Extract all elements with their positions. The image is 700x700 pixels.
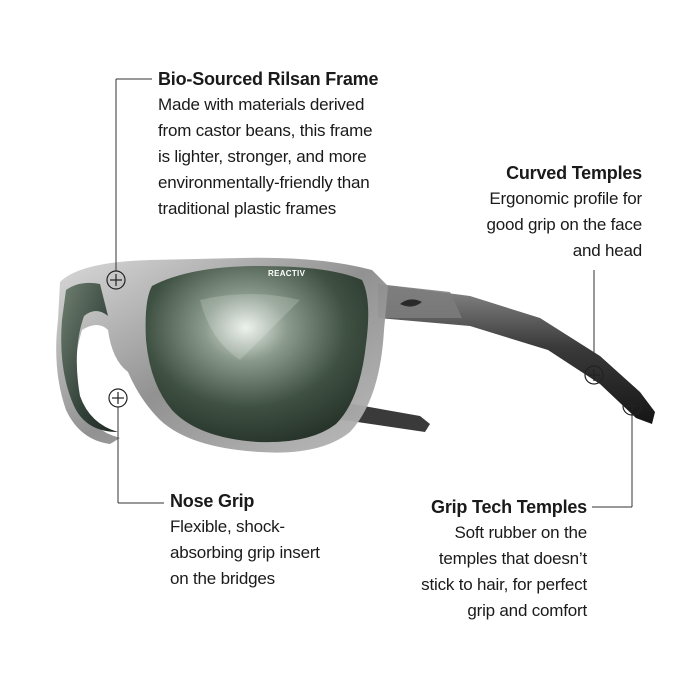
callout-frame-title: Bio-Sourced Rilsan Frame	[158, 69, 379, 89]
callout-frame-body: Made with materials derived from castor …	[158, 95, 373, 218]
callout-curved-temples-title: Curved Temples	[506, 163, 642, 183]
marker-frame	[106, 270, 126, 290]
callout-nose-grip: Nose Grip Flexible, shock- absorbing gri…	[170, 490, 390, 592]
callout-nose-grip-title: Nose Grip	[170, 491, 255, 511]
callout-grip-tech: Grip Tech Temples Soft rubber on the tem…	[347, 496, 587, 624]
callout-nose-grip-body: Flexible, shock- absorbing grip insert o…	[170, 517, 320, 588]
callout-curved-temples: Curved Temples Ergonomic profile for goo…	[402, 162, 642, 264]
side-lens	[61, 282, 118, 432]
callout-grip-tech-title: Grip Tech Temples	[431, 497, 587, 517]
marker-curved-temples	[584, 365, 604, 385]
near-temple	[378, 284, 655, 424]
callout-frame: Bio-Sourced Rilsan Frame Made with mater…	[158, 68, 428, 222]
lens-badge: REACTIV	[268, 269, 306, 278]
callout-curved-temples-body: Ergonomic profile for good grip on the f…	[486, 189, 642, 260]
leader-lines	[115, 78, 633, 508]
temple-hinge	[378, 284, 462, 318]
lens-reflection	[200, 294, 300, 360]
main-lens	[145, 266, 369, 443]
marker-nose-grip	[108, 388, 128, 408]
callout-grip-tech-body: Soft rubber on the temples that doesn’t …	[421, 523, 587, 620]
marker-grip-tech	[622, 396, 642, 416]
brand-mark	[400, 299, 422, 307]
